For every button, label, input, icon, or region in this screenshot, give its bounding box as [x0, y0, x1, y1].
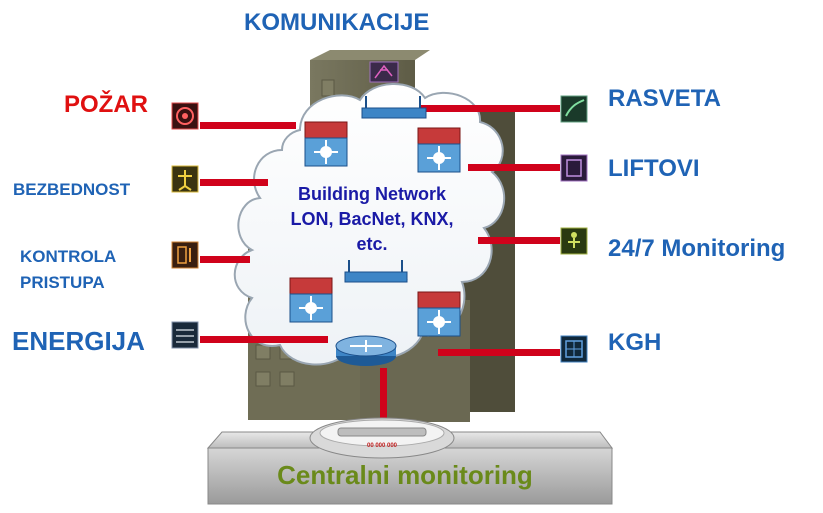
link-liftovi [468, 164, 560, 171]
link-base [380, 368, 387, 422]
central-monitoring-device [309, 417, 455, 459]
switch-bottom-right [417, 291, 461, 337]
left-links [200, 122, 328, 343]
elevator-icon [560, 154, 588, 182]
diagram-title: KOMUNIKACIJE [244, 9, 429, 36]
monitoring-person-icon [560, 227, 588, 255]
label-rasveta: RASVETA [608, 85, 721, 112]
base-label: Centralni monitoring [277, 460, 533, 490]
link-energija [200, 336, 328, 343]
fire-alarm-icon [171, 102, 199, 130]
cloud-line2: LON, BacNet, KNX, [290, 209, 453, 229]
switch-top-left [304, 121, 348, 167]
hvac-icon [560, 335, 588, 363]
security-person-icon [171, 165, 199, 193]
lighting-icon [560, 95, 588, 123]
energy-icon [171, 321, 199, 349]
label-liftovi: LIFTOVI [608, 155, 700, 182]
label-energija: ENERGIJA [12, 326, 145, 356]
base-platform [206, 431, 613, 505]
label-kontrola-line2: PRISTUPA [20, 273, 105, 292]
label-kontrola-line1: KONTROLA [20, 247, 116, 266]
device-label: 00 000 000 [367, 443, 398, 449]
link-kgh [438, 349, 560, 356]
cloud-line1: Building Network [298, 184, 447, 204]
hub-top [361, 96, 427, 119]
link-rasveta [420, 105, 560, 112]
cloud-line3: etc. [356, 234, 387, 254]
label-kgh: KGH [608, 329, 661, 356]
switch-bottom-left [289, 277, 333, 323]
link-kontrola [200, 256, 250, 263]
link-pozar [200, 122, 296, 129]
label-pozar: POŽAR [64, 90, 148, 118]
link-monitoring [478, 237, 560, 244]
link-bezbednost [200, 179, 268, 186]
label-monitoring: 24/7 Monitoring [608, 235, 785, 262]
switch-top-right [417, 127, 461, 173]
right-links [380, 105, 560, 422]
router [335, 335, 397, 366]
access-control-icon [171, 241, 199, 269]
hub-middle [344, 260, 408, 283]
antenna-icon [369, 61, 399, 83]
label-bezbednost: BEZBEDNOST [13, 180, 131, 199]
